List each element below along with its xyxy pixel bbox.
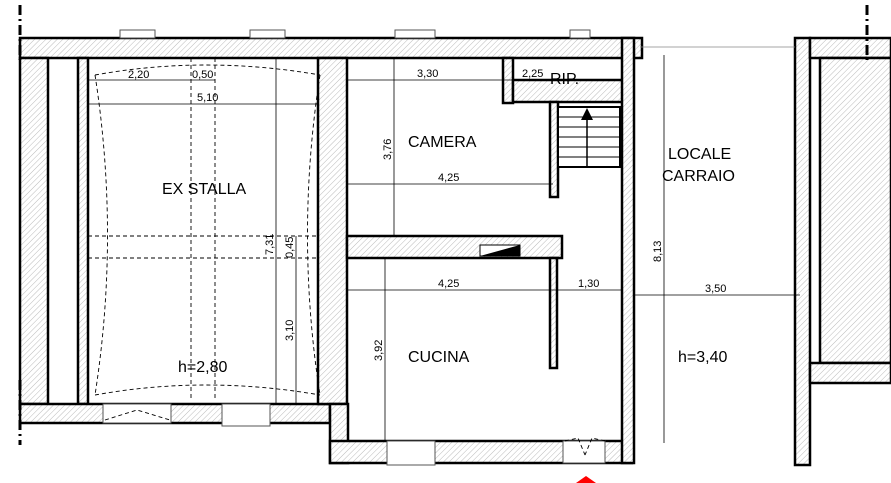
wall-carraio-right — [793, 36, 812, 467]
room-label-rip: RIP. — [550, 71, 579, 88]
window — [221, 403, 271, 427]
wall-camera-cucina — [345, 234, 564, 260]
window — [569, 29, 591, 39]
wall-rip — [501, 56, 515, 105]
wall-corridor-right — [620, 36, 636, 465]
wall-bottom-left — [18, 402, 332, 425]
dim-label: 4,25 — [438, 172, 459, 184]
height-label-carraio: h=3,40 — [678, 349, 727, 366]
height-label-stalla: h=2,80 — [178, 359, 227, 376]
dim-label: 3,30 — [417, 68, 438, 80]
room-label-locale: LOCALE — [668, 146, 731, 163]
dim-label: 3,10 — [284, 320, 296, 341]
wall-stair — [548, 100, 560, 199]
dimension-lines — [88, 46, 800, 443]
room-label-camera: CAMERA — [408, 134, 477, 151]
wall-right-building — [808, 36, 891, 60]
room-label-ex-stalla: EX STALLA — [162, 181, 247, 198]
wall-corridor — [548, 256, 559, 370]
window — [119, 29, 156, 39]
dim-label: 0,45 — [284, 237, 296, 258]
window — [394, 29, 436, 39]
wall-right-inner — [818, 56, 891, 365]
window — [386, 440, 436, 466]
room-label-cucina: CUCINA — [408, 349, 470, 366]
wall-top — [18, 36, 644, 60]
window — [249, 29, 286, 39]
walls — [18, 36, 891, 467]
dim-label: 4,25 — [438, 278, 459, 290]
dim-label: 3,50 — [705, 283, 726, 295]
room-label-carraio: CARRAIO — [662, 168, 735, 185]
dim-label: 3,92 — [373, 340, 385, 361]
section-markers — [18, 5, 869, 445]
wall-left-building — [18, 56, 50, 406]
staircase — [557, 106, 621, 168]
dim-label: 3,76 — [382, 139, 394, 160]
dim-label: 1,30 — [578, 278, 599, 290]
wall-stalla-left — [76, 56, 90, 406]
dim-label: 0,50 — [192, 69, 213, 81]
dim-label: 5,10 — [197, 92, 218, 104]
wall-right-bottom — [808, 361, 891, 385]
wall-stalla-right — [316, 56, 349, 406]
door-opening — [102, 403, 172, 424]
dim-label: 2,25 — [522, 68, 543, 80]
dim-label: 2,20 — [128, 69, 149, 81]
entrance-marker-icon — [576, 476, 596, 483]
vault-lines — [88, 58, 606, 456]
dim-label: 7,31 — [264, 234, 276, 255]
dim-label: 8,13 — [652, 241, 664, 262]
